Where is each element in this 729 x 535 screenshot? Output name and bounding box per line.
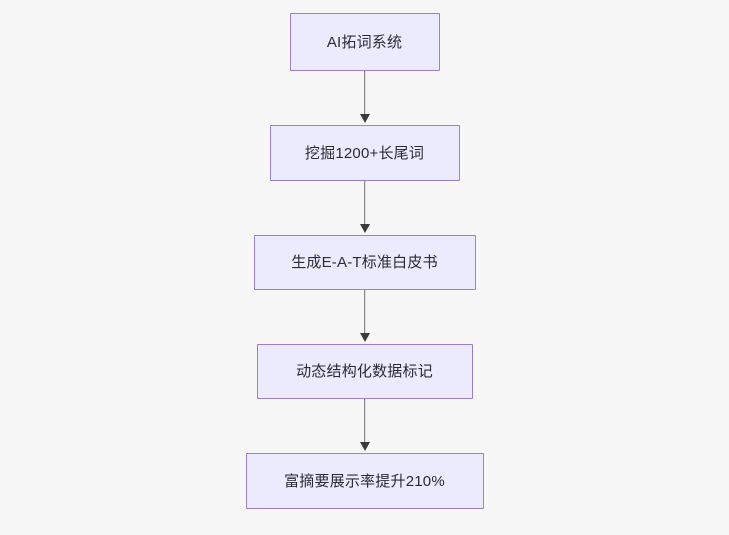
flowchart-node-label: AI拓词系统 (326, 33, 403, 51)
flowchart-arrow-n3-n4 (358, 290, 372, 344)
flowchart-node-label: 动态结构化数据标记 (296, 363, 433, 380)
flowchart-node-rich-snippet-impression-uplift[interactable]: 富摘要展示率提升210% (245, 453, 484, 509)
flowchart-node-generate-eat-whitepaper[interactable]: 生成E-A-T标准白皮书 (253, 235, 476, 290)
flowchart-arrow-n1-n2 (358, 71, 372, 125)
arrow-line (363, 181, 366, 227)
flowchart-node-label: 生成E-A-T标准白皮书 (291, 254, 438, 271)
arrow-line (363, 290, 366, 336)
arrow-head-icon (359, 333, 370, 342)
flowchart-node-mine-longtail-keywords[interactable]: 挖掘1200+长尾词 (269, 125, 460, 181)
arrow-head-icon (359, 442, 370, 451)
arrow-line (363, 399, 366, 445)
arrow-head-icon (359, 114, 370, 123)
flowchart-node-dynamic-structured-data-markup[interactable]: 动态结构化数据标记 (256, 344, 473, 399)
flowchart-node-label: 富摘要展示率提升210% (284, 472, 445, 490)
arrow-line (363, 71, 366, 117)
flowchart-node-label: 挖掘1200+长尾词 (304, 144, 425, 162)
flowchart-node-ai-keyword-system[interactable]: AI拓词系统 (289, 13, 440, 71)
flowchart-arrow-n4-n5 (358, 399, 372, 453)
flowchart-arrow-n2-n3 (358, 181, 372, 235)
arrow-head-icon (359, 224, 370, 233)
